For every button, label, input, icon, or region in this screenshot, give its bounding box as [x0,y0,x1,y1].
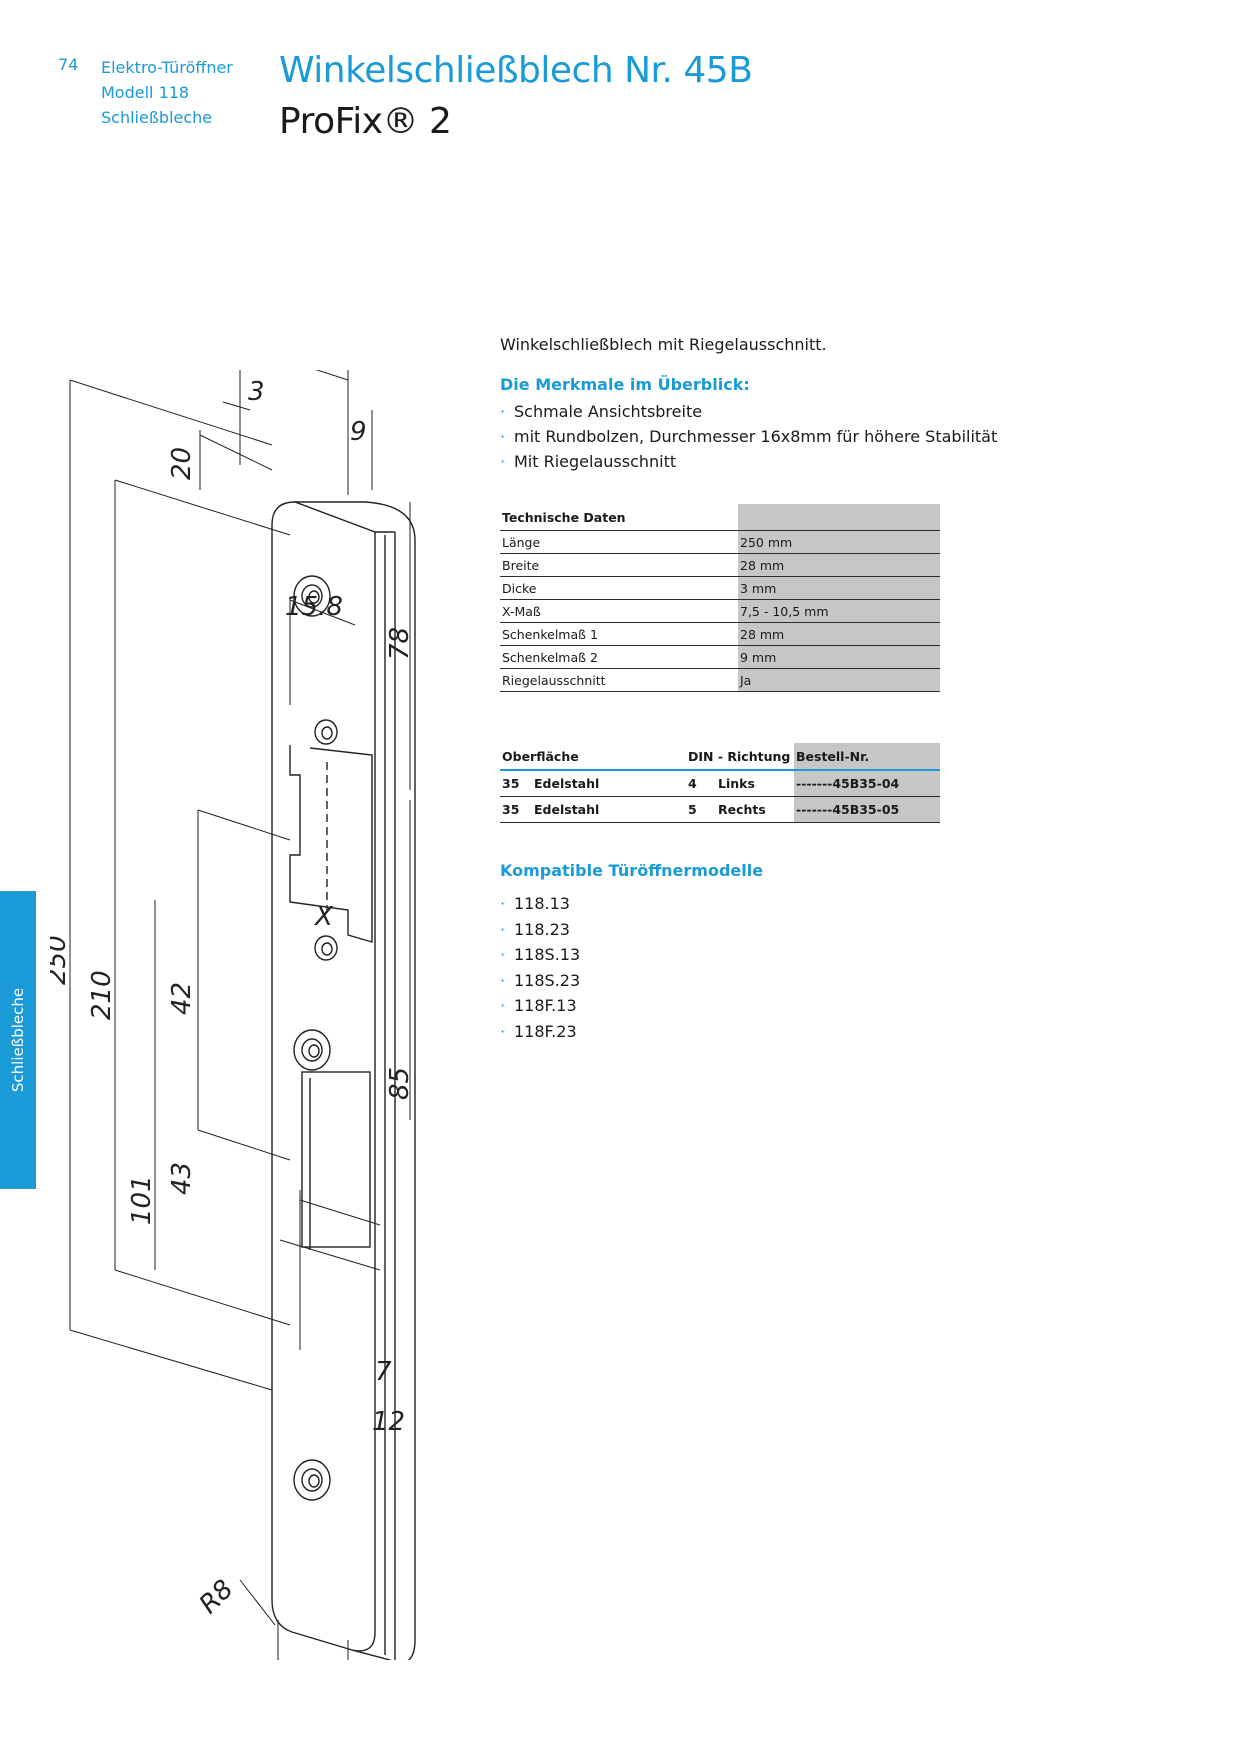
dim-3: 3 [248,377,265,407]
page-title: Winkelschließblech Nr. 45B [279,50,753,91]
list-item: ·118.13 [500,894,570,913]
dim-7: 7 [375,1357,392,1387]
dim-28: 28 [282,370,315,372]
col-din: DIN - Richtung [686,743,794,771]
category-line-1: Elektro-Türöffner [101,58,233,77]
dim-85: 85 [385,1067,415,1100]
intro-text: Winkelschließblech mit Riegelausschnitt. [500,335,827,354]
dim-43: 43 [167,1162,197,1195]
screw-holes [293,575,338,1501]
col-surface: Oberfläche [500,743,686,771]
dim-20: 20 [167,447,197,480]
dim-42: 42 [167,982,197,1015]
list-item: ·118F.23 [500,1021,577,1041]
tech-table-heading: Technische Daten [500,504,738,531]
features-heading: Die Merkmale im Überblick: [500,375,750,394]
features-list: ·Schmale Ansichtsbreite ·mit Rundbolzen,… [500,399,1200,474]
list-item: ·Schmale Ansichtsbreite [500,402,703,421]
dim-250: 250 [50,935,72,985]
dim-r8: R8 [194,1574,240,1620]
list-item: ·118S.13 [500,945,581,964]
category-line-2: Modell 118 [101,83,190,102]
strike-plate-drawing: 28 3 9 20 15.8 78 X 250 210 42 101 43 85… [50,370,416,1660]
list-item: ·118.23 [500,919,570,939]
dim-x: X [313,902,334,932]
dim-15-8: 15.8 [285,592,343,622]
dim-101: 101 [127,1175,157,1225]
list-item: ·118S.23 [500,970,581,990]
list-item: ·Mit Riegelausschnitt [500,452,677,471]
table-row: 35 Edelstahl 4 Links -------45B35-04 [500,770,940,797]
plate-flange [295,501,416,1660]
compatible-models-heading: Kompatible Türöffnermodelle [500,861,764,880]
side-tab-label: Schließbleche [9,987,27,1093]
page-subtitle: ProFix® 2 [279,101,452,142]
compatible-models-list: ·118.13 ·118.23 ·118S.13 ·118S.23 ·118F.… [500,891,1200,1044]
plate-outline [271,501,376,1652]
category-breadcrumb: Elektro-Türöffner Modell 118 Schließblec… [101,55,233,130]
latch-cutout [289,745,373,943]
bolt-cutout [301,1071,371,1248]
table-row: 35 Edelstahl 5 Rechts -------45B35-05 [500,796,940,823]
col-order-no: Bestell-Nr. [794,743,940,771]
list-item: ·mit Rundbolzen, Durchmesser 16x8mm für … [500,427,998,446]
order-table: Oberfläche DIN - Richtung Bestell-Nr. 35… [500,743,940,823]
dim-9: 9 [350,417,367,447]
page-number: 74 [58,55,79,74]
side-section-tab[interactable]: Schließbleche [0,891,36,1189]
category-line-3: Schließbleche [101,108,213,127]
list-item: ·118F.13 [500,996,577,1015]
dim-210: 210 [87,970,117,1020]
dim-78: 78 [385,627,415,660]
dim-12: 12 [372,1407,405,1437]
